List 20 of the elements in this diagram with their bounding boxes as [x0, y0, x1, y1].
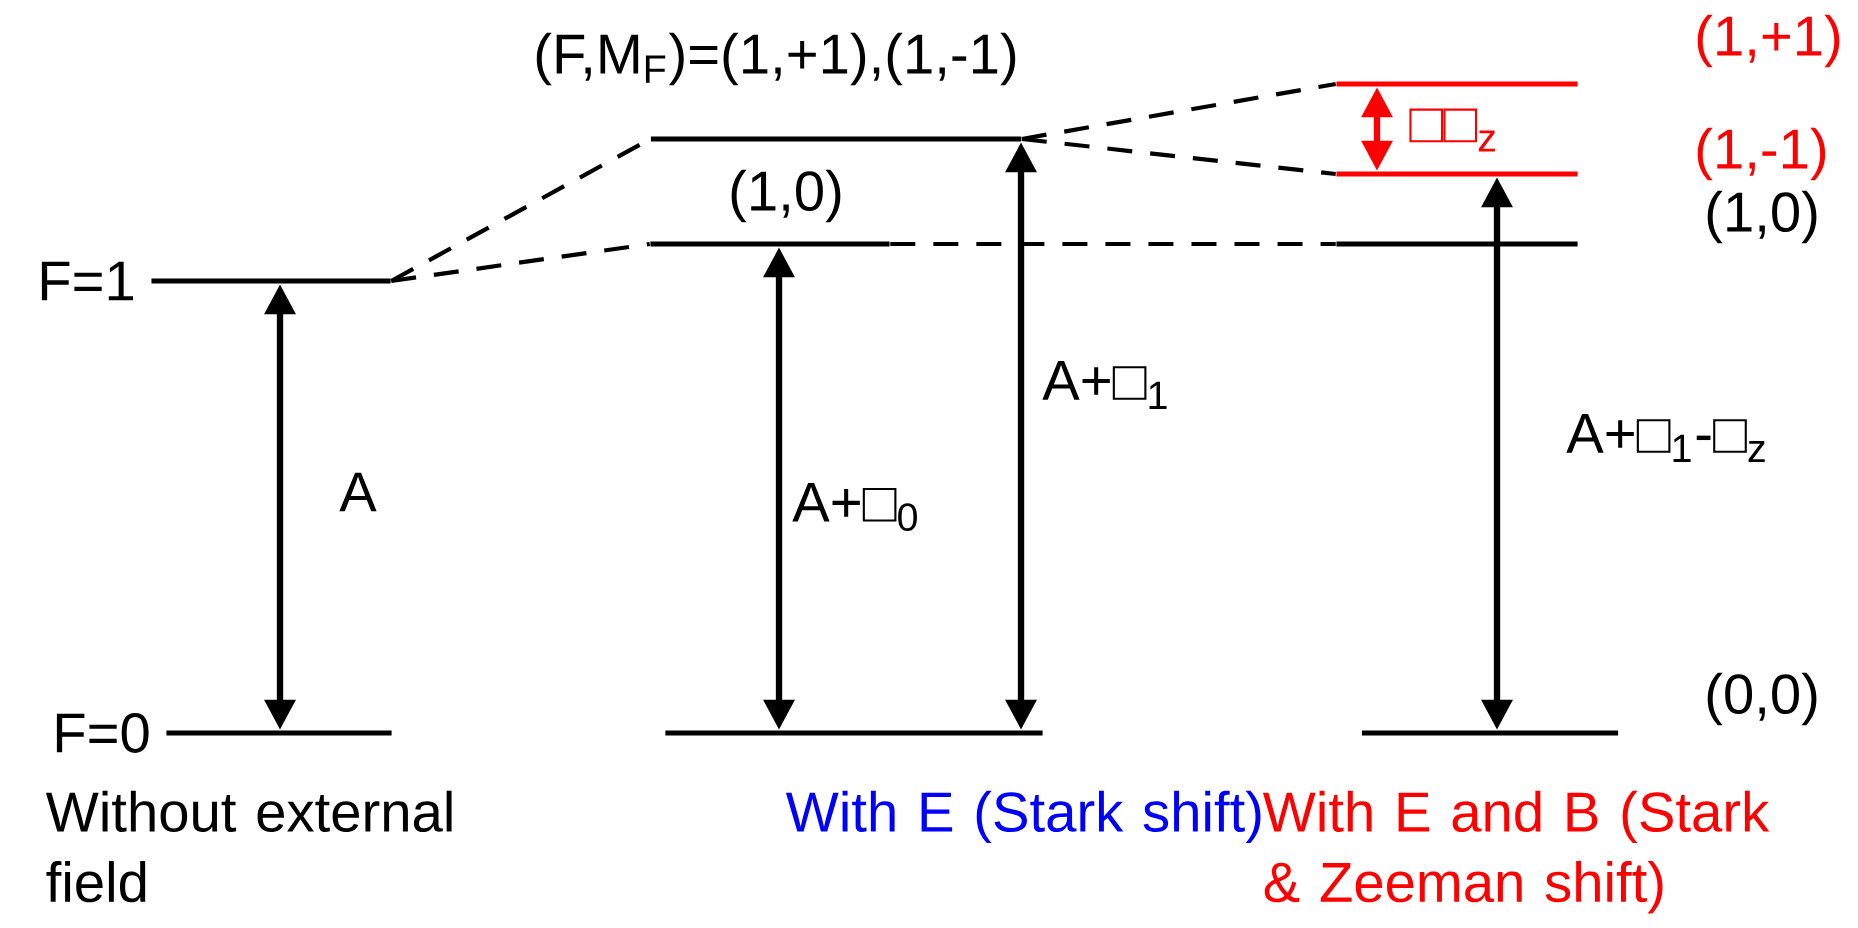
dashed-line — [391, 241, 651, 284]
level-label: (F,M$_{F}$)=(1,+1),(1,-1) — [536, 32, 1016, 86]
caption-text: With E (Stark shift) — [785, 790, 1261, 844]
caption-text: With E and B (Stark & Zeeman shift) — [1262, 790, 1770, 914]
caption-text: Without external field — [45, 790, 452, 903]
level-label: (0,0) — [1707, 672, 1817, 726]
edge-label: A — [339, 472, 377, 512]
energy-level — [665, 730, 1043, 736]
level-label: F=1 — [41, 261, 133, 301]
edge-label: A+□$_{0}$ — [792, 482, 917, 532]
level-label: (1,+1) — [1697, 14, 1840, 68]
dashed-line — [890, 241, 1336, 247]
edge-label: A+□$_{1}$ — [1042, 361, 1167, 409]
level-label: (1,0) — [731, 169, 841, 223]
edge-label: □□$_{z}$ — [1409, 108, 1495, 152]
level-label: (1,0) — [1707, 190, 1817, 244]
edge-label: A+□$_{1}$-□$_{z}$ — [1566, 414, 1765, 462]
level-label: F=0 — [56, 713, 149, 753]
level-label: (1,-1) — [1697, 127, 1826, 181]
dashed-line — [1021, 136, 1336, 177]
